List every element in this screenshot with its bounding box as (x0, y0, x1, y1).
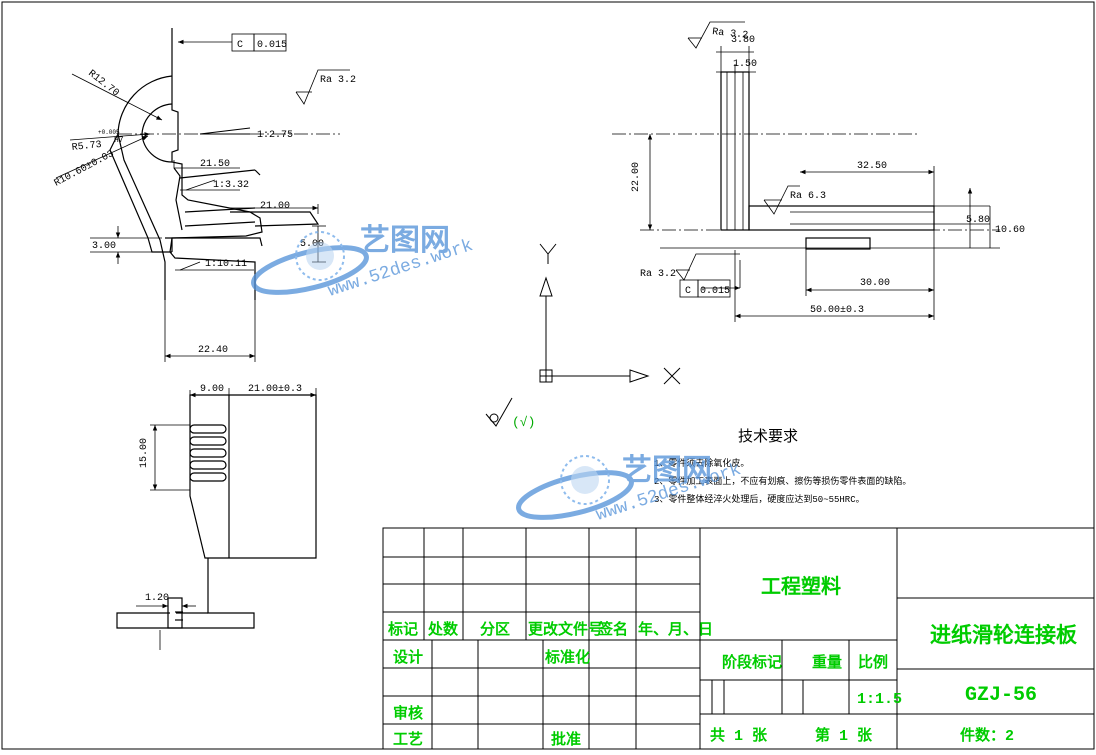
label-change-doc: 更改文件号 (528, 620, 603, 639)
side-dim-30-00: 30.00 (860, 278, 890, 289)
watermark-brand-2: 艺图网 (622, 453, 712, 488)
bottom-dim-1-20: 1.20 (145, 593, 169, 604)
side-dim-1-50: 1.50 (733, 59, 757, 70)
side-dim-5-80: 5.80 (966, 215, 990, 226)
title-part-name: 进纸滑轮连接板 (930, 623, 1078, 649)
side-dim-10-60: 10.60 (995, 225, 1025, 236)
front-ra: Ra 3.2 (320, 75, 356, 86)
front-r-inner-fit: H7 (114, 136, 124, 145)
side-ra-top: Ra 3.2 (712, 27, 749, 42)
side-dim-3-80: 3.80 (731, 35, 755, 46)
label-count: 处数 (427, 620, 459, 639)
tech-req-item-3: 3、零件整体经淬火处理后，硬度应达到50~55HRC。 (654, 493, 865, 505)
front-r-inner: R5.73 (71, 140, 102, 154)
bottom-dim-21-00: 21.00±0.3 (248, 384, 302, 395)
front-dim-3-00: 3.00 (92, 241, 116, 252)
sheets-total: 共 1 张 (710, 727, 768, 745)
side-dim-32-50: 32.50 (857, 161, 887, 172)
roughness-symbol (485, 397, 513, 427)
label-date: 年、月、日 (638, 620, 713, 639)
watermark-brand-1: 艺图网 (360, 223, 450, 258)
ucs-axes (539, 243, 681, 385)
front-dims (55, 33, 350, 362)
bottom-dim-15-00: 15.00 (139, 438, 150, 468)
side-ra-mid: Ra 6.3 (790, 191, 826, 202)
scale-value: 1:1.5 (857, 691, 902, 708)
title-drawing-no: GZJ-56 (965, 684, 1037, 707)
title-material: 工程塑料 (761, 574, 841, 600)
front-taper-1: 1:2.75 (257, 130, 293, 141)
front-c-box: C (237, 40, 243, 51)
bottom-dim-9-00: 9.00 (200, 384, 224, 395)
side-view (720, 71, 935, 250)
label-check: 审核 (393, 704, 423, 723)
roughness-note: (√) (512, 415, 535, 430)
taper-mark-1 (199, 127, 251, 135)
label-scale: 比例 (858, 653, 888, 672)
title-quantity: 件数：2 (960, 726, 1014, 745)
tech-req-item-1: 1、零件须去除氧化皮。 (654, 457, 749, 469)
label-approve: 批准 (551, 730, 581, 749)
label-weight: 重量 (812, 653, 842, 672)
front-taper-2: 1:3.32 (213, 180, 249, 191)
watermark-2: 艺图网 www.52des.work (516, 453, 744, 526)
front-dim-21-50: 21.50 (200, 159, 230, 170)
front-taper-3: 1:10.11 (205, 259, 247, 270)
front-r-inner-tol: +0.005 (98, 129, 120, 136)
label-zone: 分区 (480, 621, 510, 639)
front-dim-5-00: 5.00 (300, 239, 324, 250)
label-mark: 标记 (387, 620, 418, 639)
side-dim-50-00: 50.00±0.3 (810, 305, 864, 316)
label-standard: 标准化 (544, 648, 590, 667)
side-dim-22-00: 22.00 (631, 162, 642, 192)
bottom-dims (136, 388, 317, 609)
side-ra-bottom: Ra 3.2 (640, 269, 676, 280)
watermark-1: 艺图网 www.52des.work (251, 223, 476, 302)
side-c-value: 0.015 (700, 286, 730, 297)
front-r-small: R10.60±0.03 (53, 149, 116, 190)
front-dim-22-40: 22.40 (198, 345, 228, 356)
tech-req-title: 技术要求 (738, 427, 798, 445)
label-design: 设计 (393, 648, 423, 667)
label-stage: 阶段标记 (722, 653, 782, 672)
side-c-box: C (685, 286, 691, 297)
label-sign: 签名 (597, 620, 628, 639)
sheet-no: 第 1 张 (815, 726, 873, 745)
side-dims (647, 21, 991, 322)
title-block (382, 527, 1095, 750)
label-process: 工艺 (393, 731, 423, 749)
tech-req-item-2: 2、零件加工表面上，不应有划痕、擦伤等损伤零件表面的缺陷。 (654, 475, 911, 487)
front-dim-21-00: 21.00 (260, 201, 290, 212)
front-c-value: 0.015 (257, 40, 287, 51)
